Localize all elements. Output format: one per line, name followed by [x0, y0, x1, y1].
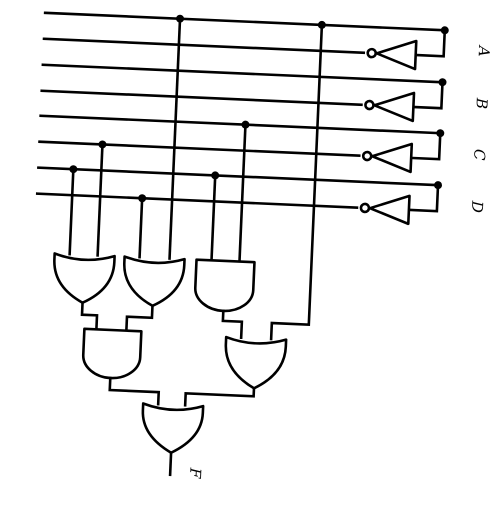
wire-gate4-to-gate6: [108, 376, 161, 406]
tap-gate5-in2: [269, 23, 324, 341]
output-label-f: F: [186, 466, 205, 479]
tap-gate1-in1: [68, 167, 75, 256]
input-label-a: A: [475, 44, 494, 58]
wire-gate3-to-gate5: [221, 309, 244, 340]
bus-line-b: [41, 63, 444, 84]
tap-gate3-in1: [210, 174, 217, 262]
junction-dot: [138, 194, 147, 203]
tap-gate2-in2: [168, 17, 182, 260]
junction-dot: [317, 20, 326, 29]
bus-line-a: [43, 11, 447, 32]
inverter-c: [361, 142, 414, 174]
output-wire: [168, 451, 173, 477]
inverter-a: [366, 39, 418, 71]
inverter-b: [364, 91, 416, 123]
input-label-b: B: [472, 97, 491, 110]
junction-dot: [211, 171, 220, 180]
or-gate-output: [141, 402, 205, 455]
wire-gate2-to-gate4: [125, 304, 154, 333]
input-label-c: C: [470, 149, 489, 162]
junction-dot: [241, 120, 250, 129]
or-gate-2: [123, 255, 186, 308]
inverter-d-feed: [407, 183, 440, 213]
junction-dot: [98, 140, 107, 149]
bus-line-a-not: [42, 37, 366, 55]
tap-gate2-in1: [138, 196, 144, 259]
bus-line-c-not: [38, 140, 361, 158]
tap-gate1-in2: [96, 143, 104, 257]
junction-dot: [69, 165, 78, 174]
inverter-c-feed: [409, 131, 442, 161]
bus-line-d: [37, 166, 440, 187]
input-label-d: D: [468, 199, 487, 213]
and-gate-3: [194, 258, 256, 313]
junction-dot: [436, 129, 445, 138]
bus-line-b-not: [40, 89, 363, 107]
junction-dot: [434, 181, 443, 190]
wire-gate1-to-gate4: [80, 301, 99, 331]
junction-dot: [438, 78, 447, 87]
junction-dot: [440, 26, 449, 35]
or-gate-1: [53, 252, 116, 305]
or-gate-5: [224, 335, 288, 390]
inverter-b-feed: [412, 80, 444, 110]
inverter-a-feed: [414, 28, 447, 58]
bus-line-d-not: [35, 192, 359, 209]
wire-gate5-to-gate6: [183, 386, 256, 407]
bus-line-c: [39, 114, 442, 135]
inverter-d: [359, 194, 411, 226]
junction-dot: [176, 14, 185, 23]
tap-gate3-in2: [238, 123, 247, 263]
and-gate-4: [81, 327, 143, 380]
